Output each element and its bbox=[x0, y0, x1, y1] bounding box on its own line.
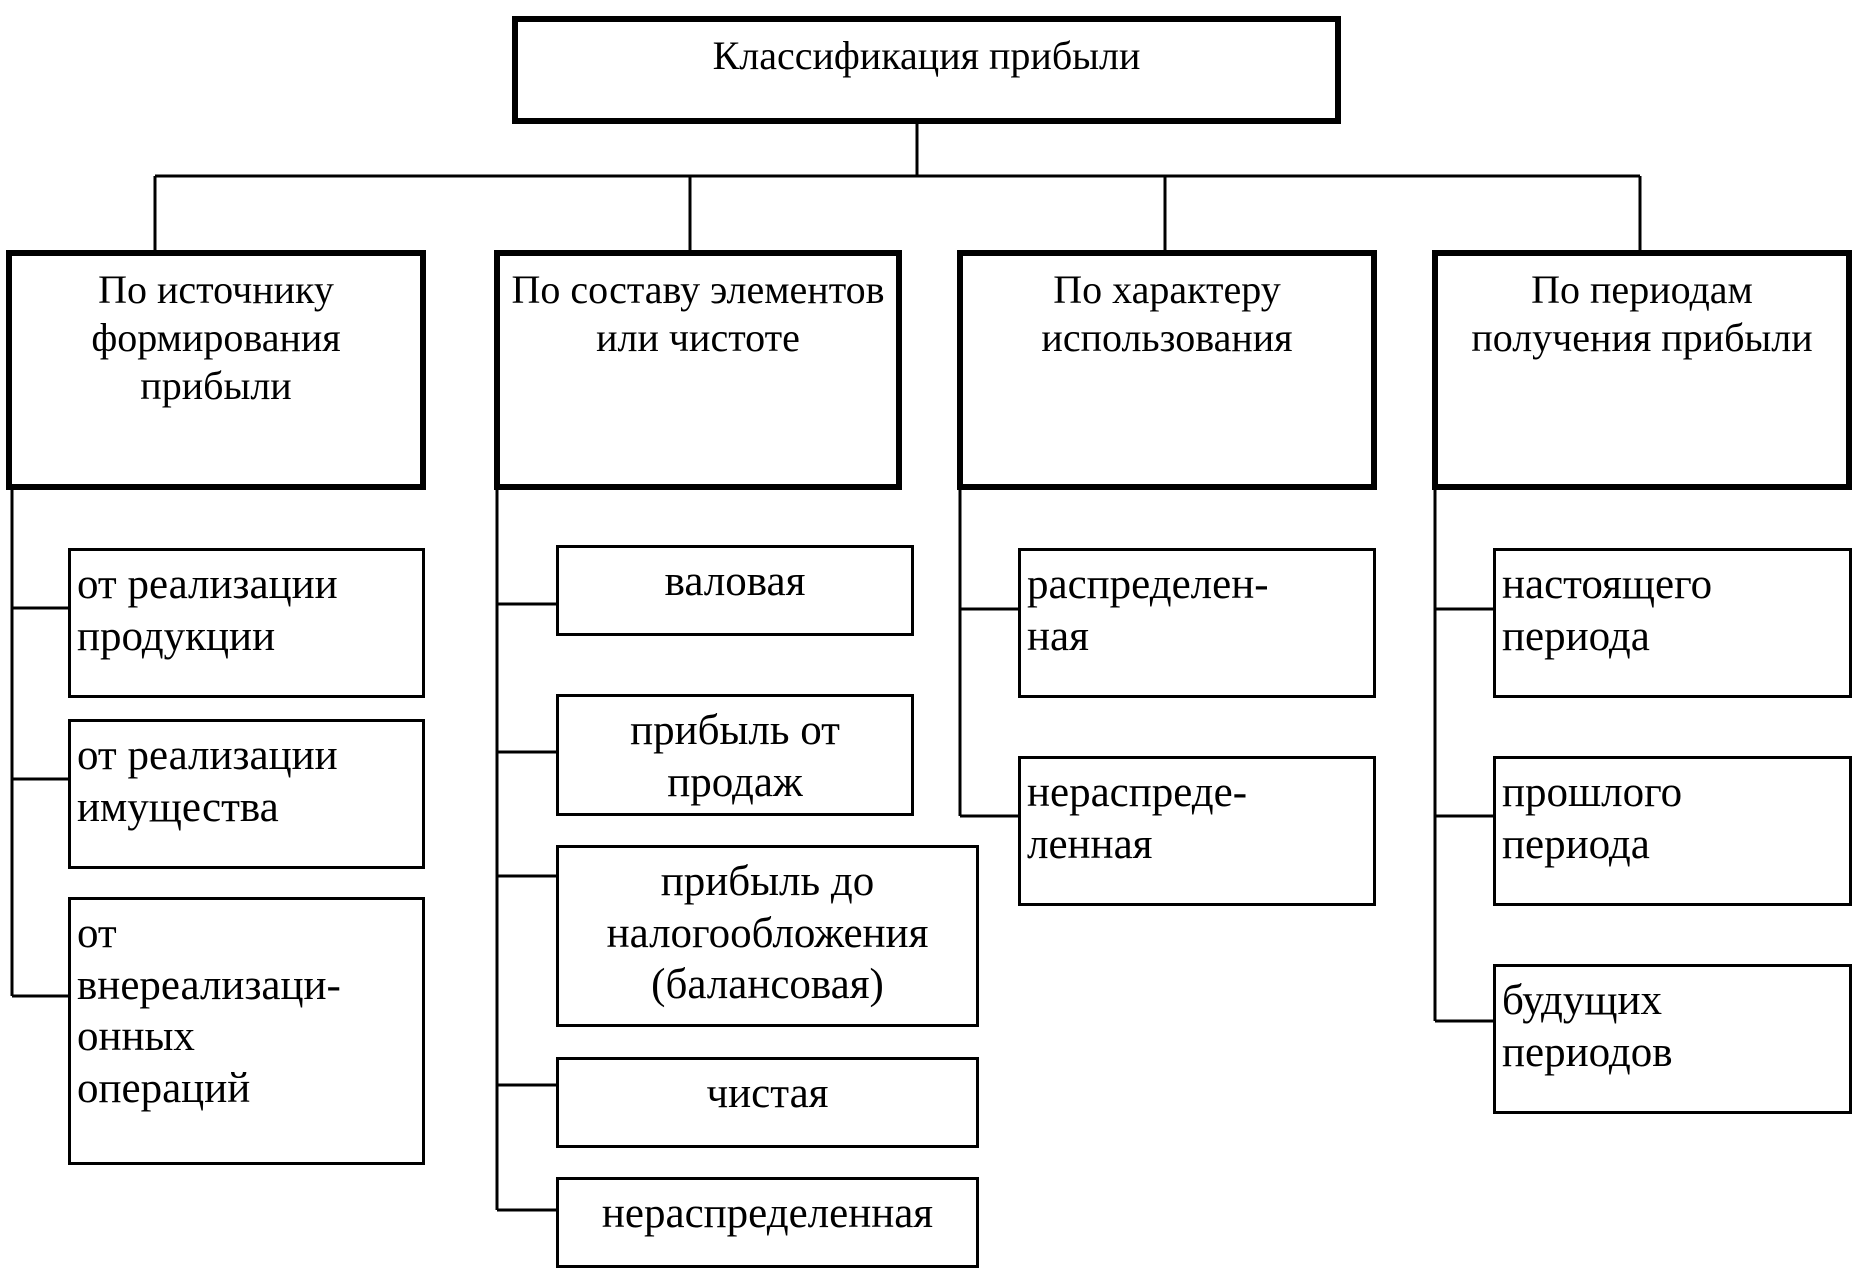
item-box: прибыль от продаж bbox=[556, 694, 914, 816]
root-title: Классификация прибыли bbox=[712, 33, 1141, 78]
item-label: прибыль до налогообложения (балансовая) bbox=[606, 858, 929, 1009]
item-label: настоящего периода bbox=[1502, 561, 1713, 660]
item-box: чистая bbox=[556, 1057, 979, 1148]
item-box: будущих периодов bbox=[1493, 964, 1852, 1114]
item-box: прошлого периода bbox=[1493, 756, 1852, 906]
item-box: прибыль до налогообложения (балансовая) bbox=[556, 845, 979, 1027]
item-label: чистая bbox=[706, 1070, 829, 1117]
item-box: нераспределенная bbox=[556, 1177, 979, 1268]
item-label: валовая bbox=[664, 558, 806, 605]
category-box-source: По источнику формирования прибыли bbox=[6, 250, 426, 490]
item-label: распределен-ная bbox=[1027, 561, 1269, 660]
item-label: будущих периодов bbox=[1502, 977, 1673, 1076]
category-label: По периодам получения прибыли bbox=[1471, 267, 1813, 360]
item-label: от внереализаци-онных операций bbox=[77, 910, 341, 1112]
category-label: По характеру использования bbox=[1041, 267, 1293, 360]
item-box: нераспреде-ленная bbox=[1018, 756, 1376, 906]
root-box: Классификация прибыли bbox=[512, 16, 1341, 124]
category-box-composition: По составу элементов или чистоте bbox=[494, 250, 902, 490]
item-box: от реализации имущества bbox=[68, 719, 425, 869]
item-box: от внереализаци-онных операций bbox=[68, 897, 425, 1165]
item-label: от реализации продукции bbox=[77, 561, 338, 660]
item-label: нераспреде-ленная bbox=[1027, 769, 1248, 868]
item-label: прошлого периода bbox=[1502, 769, 1683, 868]
item-label: нераспределенная bbox=[601, 1190, 934, 1237]
item-box: валовая bbox=[556, 545, 914, 636]
category-label: По источнику формирования прибыли bbox=[91, 267, 341, 408]
item-label: от реализации имущества bbox=[77, 732, 338, 831]
category-box-periods: По периодам получения прибыли bbox=[1432, 250, 1852, 490]
category-box-usage: По характеру использования bbox=[957, 250, 1377, 490]
item-box: распределен-ная bbox=[1018, 548, 1376, 698]
item-box: настоящего периода bbox=[1493, 548, 1852, 698]
item-label: прибыль от продаж bbox=[630, 707, 840, 806]
category-label: По составу элементов или чистоте bbox=[511, 267, 885, 360]
item-box: от реализации продукции bbox=[68, 548, 425, 698]
